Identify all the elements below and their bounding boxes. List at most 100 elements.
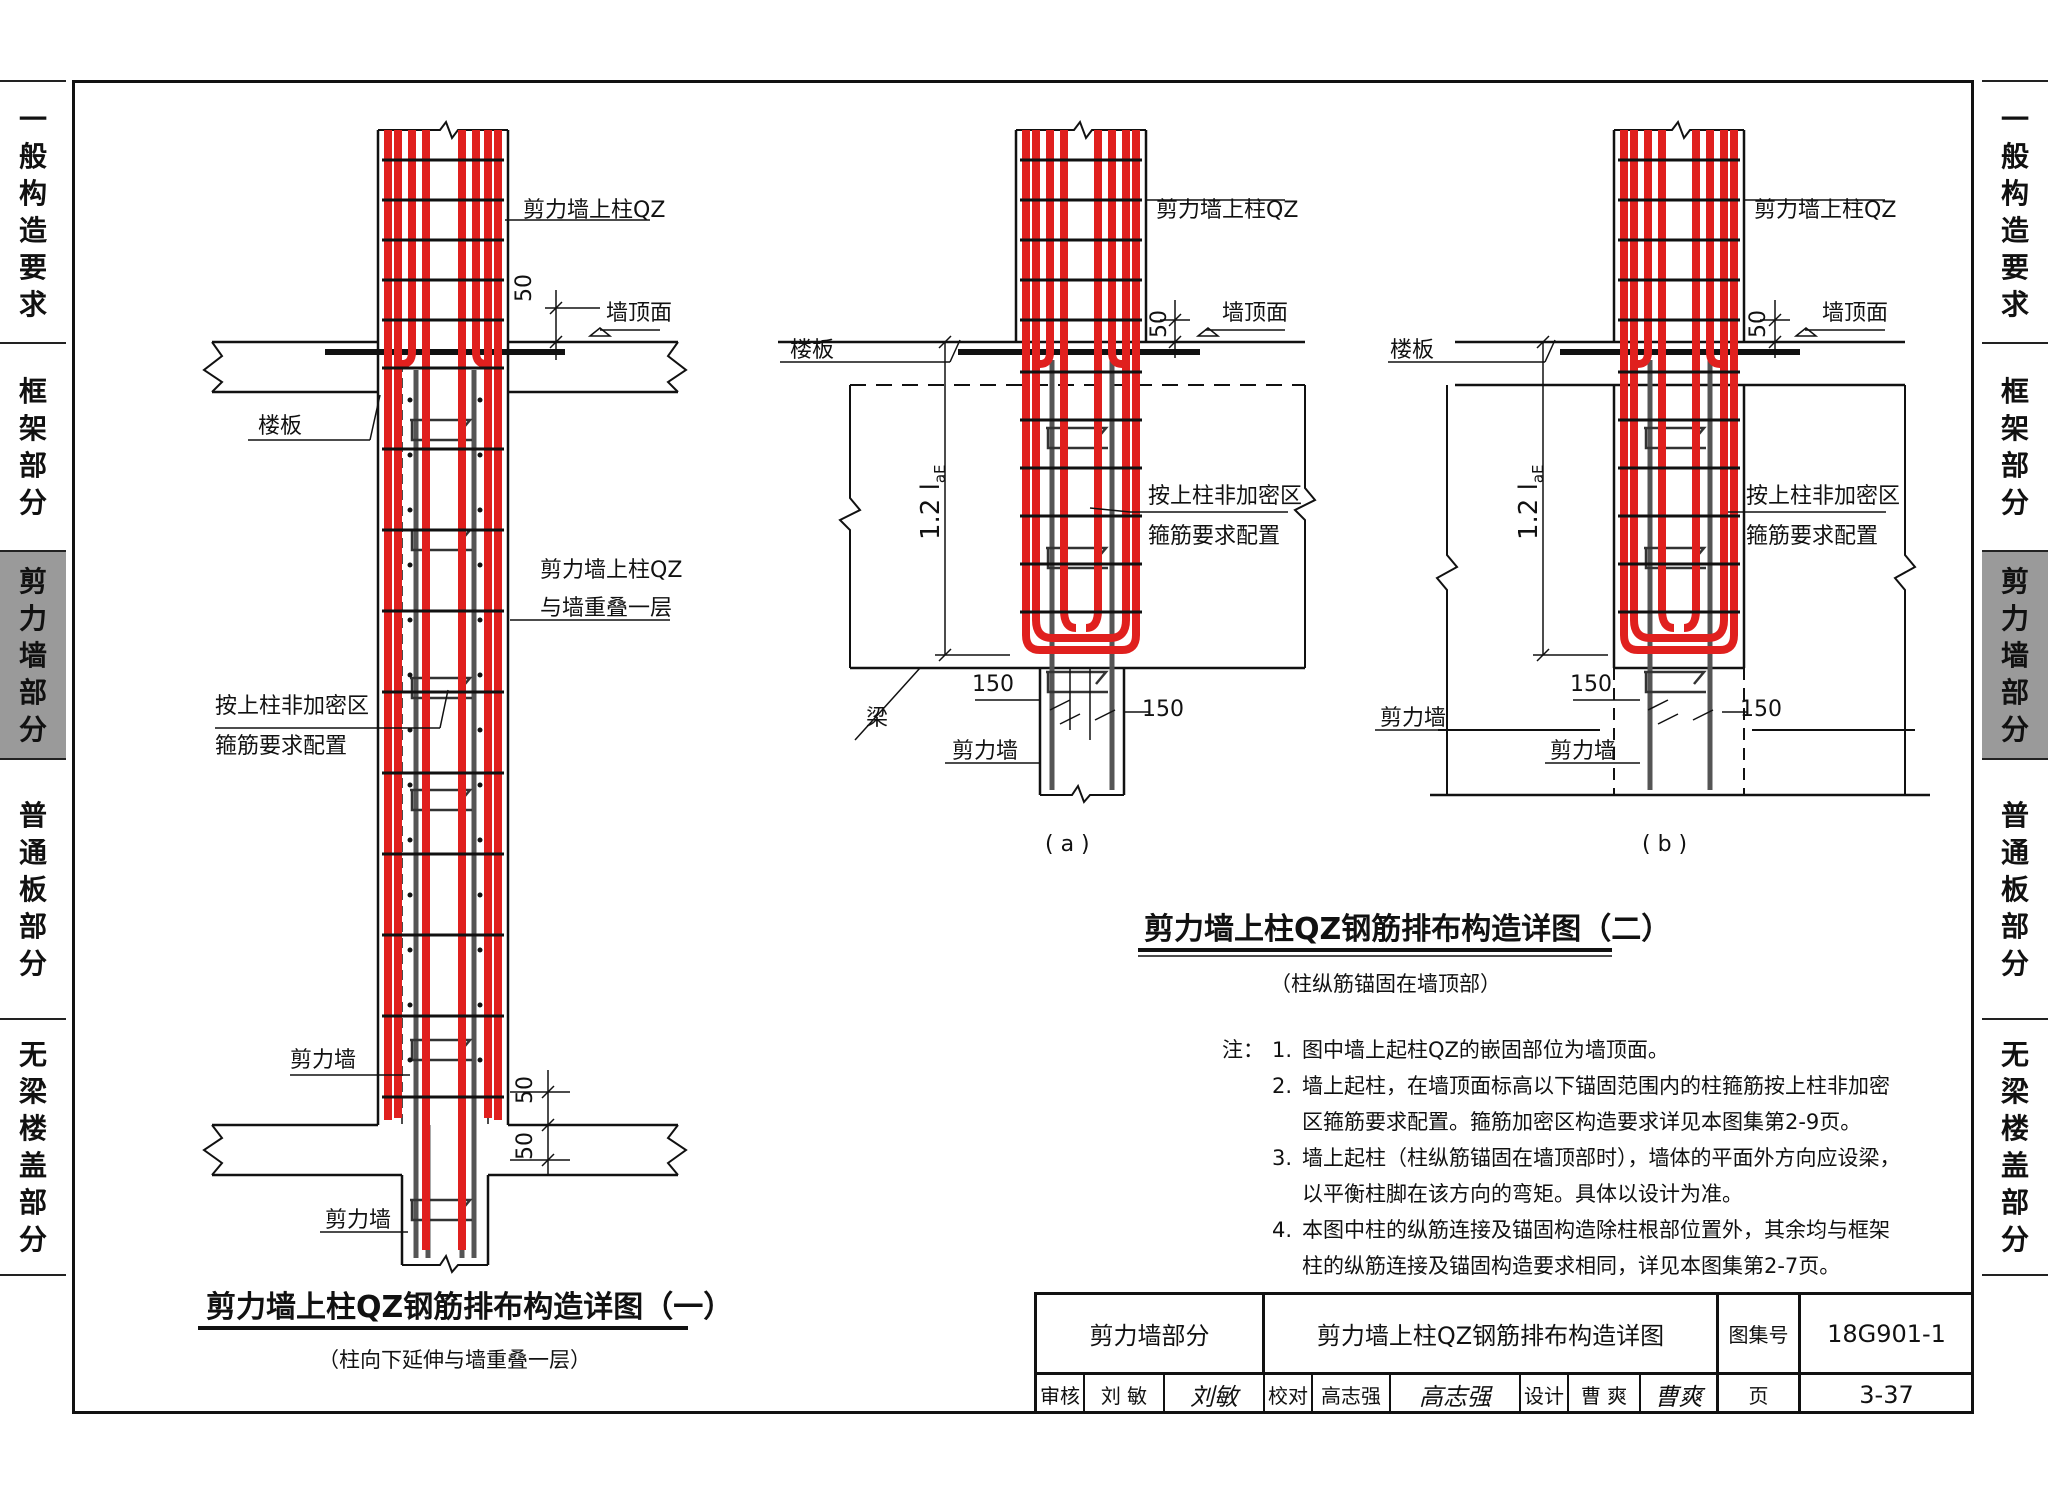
side-tab-char: 部 <box>18 1186 47 1219</box>
side-tab-char: 求 <box>18 288 47 321</box>
fig1-label-qz: 剪力墙上柱QZ <box>523 198 666 223</box>
fig2b-dim-laE-sub: aE <box>1529 464 1548 484</box>
fig2b-dim-laE-main: 1.2 l <box>1514 483 1544 540</box>
fig1-dim-50-bot: 50 <box>513 1132 538 1160</box>
side-tab-char: 板 <box>18 872 47 906</box>
side-tab-char: 普 <box>18 798 47 832</box>
tb-designer: 曹 爽 <box>1569 1375 1641 1414</box>
side-tab-char: 无 <box>18 1038 47 1071</box>
note-item: 4. 本图中柱的纵筋连接及锚固构造除柱根部位置外，其余均与框架柱的纵筋连接及锚固构… <box>1222 1212 1902 1284</box>
fig2b-dim-laE: 1.2 laE <box>1514 464 1547 540</box>
side-tab-4[interactable]: 普通板部分 <box>0 760 66 1020</box>
note-number: 4. <box>1272 1218 1293 1242</box>
tb-atlas-no: 18G901-1 <box>1801 1295 1972 1375</box>
fig1-label-wall-top: 墙顶面 <box>606 301 673 326</box>
fig2a-label-stirrup-2: 箍筋要求配置 <box>1148 524 1281 549</box>
note-item: 2.墙上起柱，在墙顶面标高以下锚固范围内的柱箍筋按上柱非加密区箍筋要求配置。箍筋… <box>1222 1068 1902 1140</box>
side-tab-char: 部 <box>2000 449 2029 482</box>
side-tab-char: 分 <box>18 1223 47 1256</box>
fig2-subtitle: （柱纵筋锚固在墙顶部） <box>1270 972 1501 996</box>
rebar-dot <box>407 947 413 953</box>
rebar-dot <box>477 617 483 623</box>
drawing-frame <box>72 80 1974 1414</box>
side-tab-char: 剪 <box>18 564 47 598</box>
side-tab-char: 盖 <box>2000 1149 2029 1182</box>
tb-review-label: 审核 <box>1037 1375 1085 1414</box>
side-tab-2[interactable]: 框架部分 <box>1982 344 2048 552</box>
side-tab-char: 力 <box>18 601 47 635</box>
fig2a-dim-laE: 1.2 laE <box>916 464 949 540</box>
fig1-label-overlap-2: 与墙重叠一层 <box>540 596 673 621</box>
side-tab-char: 部 <box>18 449 47 482</box>
rebar-dot <box>477 892 483 898</box>
rebar-dot <box>407 892 413 898</box>
side-tab-char: 分 <box>18 712 47 746</box>
side-tab-1[interactable]: 一般构造要求 <box>1982 80 2048 344</box>
note-item: 3.墙上起柱（柱纵筋锚固在墙顶部时），墙体的平面外方向应设梁，以平衡柱脚在该方向… <box>1222 1140 1902 1212</box>
side-tab-char: 分 <box>2000 946 2029 980</box>
fig2a-label-qz: 剪力墙上柱QZ <box>1156 198 1299 223</box>
side-tab-char: 部 <box>18 675 47 709</box>
side-tab-char: 分 <box>18 486 47 519</box>
fig2b-label-stirrup-1: 按上柱非加密区 <box>1746 484 1901 509</box>
side-tab-char: 部 <box>18 909 47 943</box>
side-tab-5[interactable]: 无梁楼盖部分 <box>0 1020 66 1276</box>
side-tab-char: 部 <box>2000 909 2029 943</box>
fig2a-dim-laE-sub: aE <box>931 464 950 484</box>
fig1-dim-50-top: 50 <box>512 274 537 302</box>
right-side-tabs: 一般构造要求框架部分剪力墙部分普通板部分无梁楼盖部分 <box>1982 80 2048 1416</box>
fig2b-label-stirrup-2: 箍筋要求配置 <box>1746 524 1879 549</box>
side-tab-char: 架 <box>18 412 47 445</box>
side-tab-char: 般 <box>18 140 47 173</box>
side-tab-char: 通 <box>18 835 47 869</box>
tb-atlas-label: 图集号 <box>1719 1295 1801 1375</box>
rebar-dot <box>477 1002 483 1008</box>
fig2a-label-wall: 剪力墙 <box>952 739 1019 764</box>
fig2a-dim-laE-main: 1.2 l <box>916 483 946 540</box>
side-tab-char: 部 <box>2000 675 2029 709</box>
fig1-label-overlap-1: 剪力墙上柱QZ <box>540 558 683 583</box>
tb-drawing-title: 剪力墙上柱QZ钢筋排布构造详图 <box>1265 1295 1719 1375</box>
side-tab-char: 分 <box>18 946 47 980</box>
note-number: 1. <box>1272 1038 1293 1062</box>
tb-check-label: 校对 <box>1265 1375 1313 1414</box>
fig2a-label-beam: 梁 <box>866 706 889 731</box>
side-tab-char: 楼 <box>18 1112 47 1145</box>
side-tab-char: 造 <box>18 214 47 247</box>
side-tab-char: 梁 <box>18 1075 47 1108</box>
tb-page-no: 3-37 <box>1859 1380 1914 1409</box>
notes: 注：1.图中墙上起柱QZ的嵌固部位为墙顶面。2.墙上起柱，在墙顶面标高以下锚固范… <box>1222 1032 1902 1284</box>
figure-1 <box>202 119 688 1274</box>
side-tab-3[interactable]: 剪力墙部分 <box>0 552 66 760</box>
tb-designer-sig: 曹爽 <box>1641 1375 1719 1414</box>
rebar-dot <box>407 507 413 513</box>
rebar-dot <box>477 1057 483 1063</box>
fig2b-label-qz: 剪力墙上柱QZ <box>1754 198 1897 223</box>
note-text: 本图中柱的纵筋连接及锚固构造除柱根部位置外，其余均与框架柱的纵筋连接及锚固构造要… <box>1302 1218 1890 1278</box>
side-tab-2[interactable]: 框架部分 <box>0 344 66 552</box>
side-tab-char: 墙 <box>18 638 47 672</box>
note-text: 墙上起柱，在墙顶面标高以下锚固范围内的柱箍筋按上柱非加密区箍筋要求配置。箍筋加密… <box>1302 1074 1890 1134</box>
rebar-dot <box>407 837 413 843</box>
note-prefix <box>1222 1212 1272 1284</box>
rebar-dot <box>477 837 483 843</box>
rebar-dot <box>477 507 483 513</box>
side-tab-4[interactable]: 普通板部分 <box>1982 760 2048 1020</box>
side-tab-5[interactable]: 无梁楼盖部分 <box>1982 1020 2048 1276</box>
side-tab-char: 通 <box>2000 835 2029 869</box>
side-tab-1[interactable]: 一般构造要求 <box>0 80 66 344</box>
rebar-dot <box>477 782 483 788</box>
fig2b-dim-150-left: 150 <box>1570 672 1612 697</box>
side-tab-char: 要 <box>18 251 47 284</box>
rebar-dot <box>477 672 483 678</box>
fig2a-dim-50: 50 <box>1147 310 1172 338</box>
side-tab-3[interactable]: 剪力墙部分 <box>1982 552 2048 760</box>
rebar-dot <box>477 397 483 403</box>
side-tab-char: 分 <box>2000 486 2029 519</box>
side-tab-char: 求 <box>2000 288 2029 321</box>
rebar-dot <box>407 1002 413 1008</box>
rebar-dot <box>477 947 483 953</box>
side-tab-char: 普 <box>2000 798 2029 832</box>
rebar-dot <box>477 562 483 568</box>
side-tab-char: 墙 <box>2000 638 2029 672</box>
